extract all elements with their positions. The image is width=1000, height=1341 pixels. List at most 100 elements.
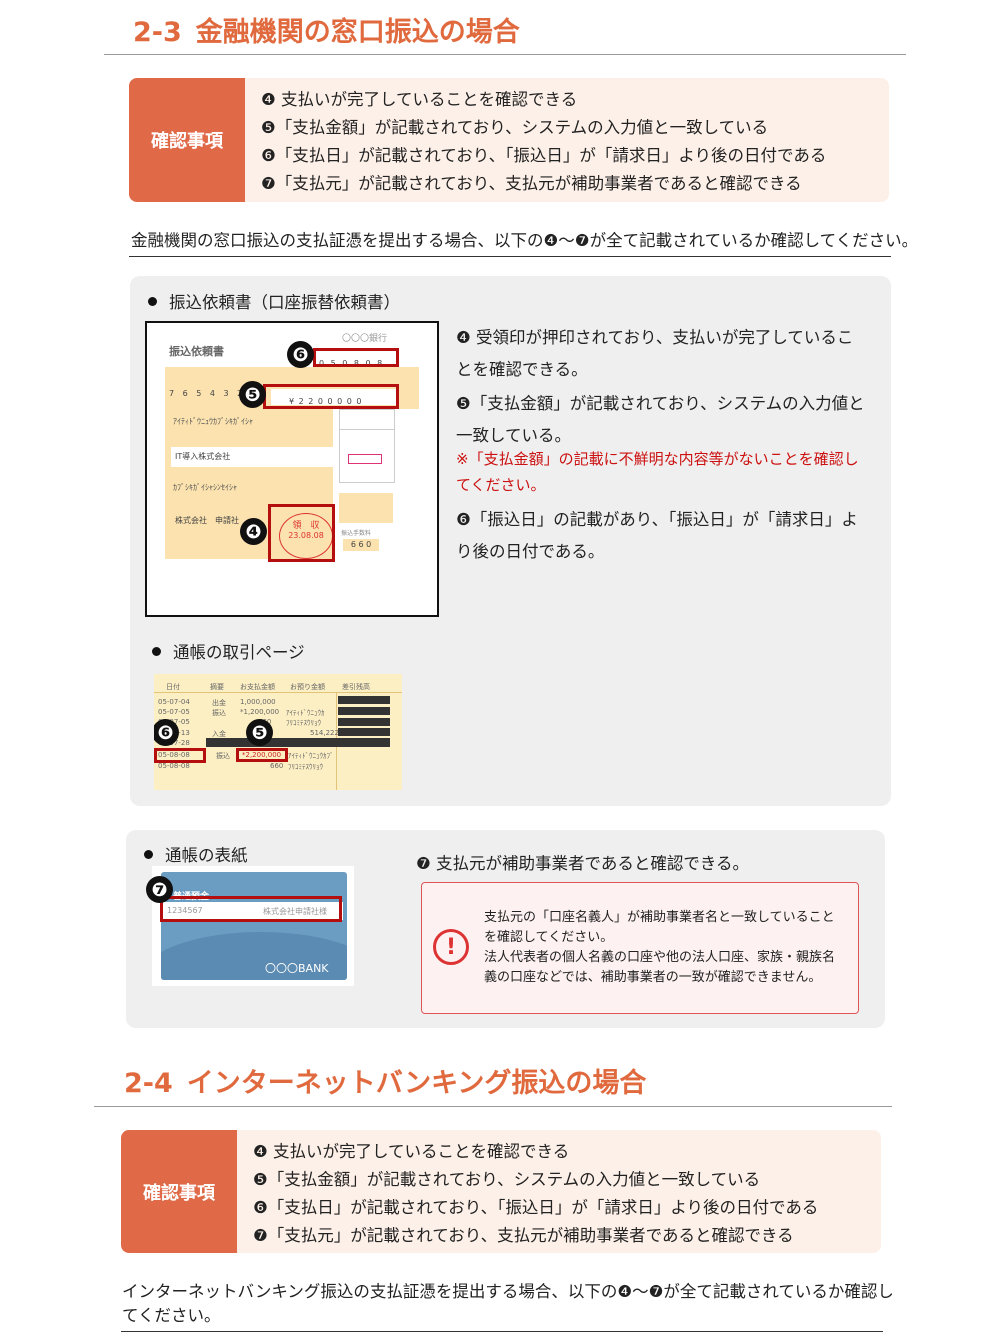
check-label: 確認事項 bbox=[121, 1130, 237, 1253]
masked-balance bbox=[338, 718, 390, 726]
warning-line: を確認してください。 bbox=[484, 930, 614, 945]
check-item: ❼「支払元」が記載されており、支払元が補助事業者であると確認できる bbox=[253, 1226, 794, 1245]
passbook-cell: 1,000,000 bbox=[240, 698, 276, 706]
passbook-cell: *2,200,000 bbox=[242, 751, 282, 759]
form-amount-digits: ¥ 2 2 0 0 0 0 0 bbox=[289, 397, 363, 406]
bullet-transfer-form: 振込依頼書（口座振替依頼書） bbox=[148, 289, 400, 313]
marker-5: ❺ bbox=[239, 381, 266, 408]
warning-line: 法人代表者の個人名義の口座や他の法人口座、家族・親族名 bbox=[484, 950, 836, 965]
warning-box: ! 支払元の「口座名義人」が補助事業者名と一致していること を確認してください。… bbox=[421, 882, 859, 1014]
masked-balance bbox=[338, 696, 390, 704]
bullet-passbook-cover: 通帳の表紙 bbox=[144, 842, 248, 866]
check-items-box: 確認事項 ❹ 支払いが完了していることを確認できる ❺「支払金額」が記載されてお… bbox=[121, 1130, 881, 1253]
passbook-header: 日付 bbox=[166, 683, 180, 691]
masked-row bbox=[206, 738, 390, 747]
stamp-date: 23.08.08 bbox=[288, 531, 324, 540]
passbook-cell: 05-07-04 bbox=[158, 698, 190, 706]
bullet-dot bbox=[144, 850, 153, 859]
point-4: ❹ 受領印が押印されており、支払いが完了していることを確認できる。 bbox=[456, 328, 854, 379]
intro-text: 金融機関の窓口振込の支払証憑を提出する場合、以下の❹～❼が全て記載されているか確… bbox=[131, 231, 907, 250]
form-side-box bbox=[339, 409, 395, 431]
cover-wave bbox=[161, 932, 347, 980]
passbook-cell: 出金 bbox=[212, 699, 226, 707]
form-side-box bbox=[339, 493, 393, 523]
bullet-passbook-page: 通帳の取引ページ bbox=[152, 639, 305, 663]
check-item: ❺「支払金額」が記載されており、システムの入力値と一致している bbox=[253, 1170, 761, 1189]
check-item: ❹ 支払いが完了していることを確認できる bbox=[261, 90, 578, 109]
form-requester-kana: ｶﾌﾞｼｷｶﾞｲｼｬｼﾝｾｲｼｬ bbox=[173, 483, 237, 492]
passbook-cell: 振込 bbox=[212, 709, 226, 717]
check-item: ❻「支払日」が記載されており、「振込日」が「請求日」より後の日付である bbox=[253, 1198, 819, 1217]
section-title: 2-3 金融機関の窓口振込の場合 bbox=[133, 10, 520, 49]
passbook-cell: ｱｲﾃｨﾄﾞｳﾆｭｳｶ bbox=[286, 709, 325, 717]
passbook-line bbox=[154, 692, 402, 693]
section-number: 2-3 bbox=[133, 17, 182, 48]
highlight-date bbox=[154, 748, 206, 763]
divider bbox=[94, 1106, 892, 1107]
stamp-top: 領 収 bbox=[292, 521, 320, 531]
masked-balance bbox=[338, 707, 390, 715]
passbook-cell: 05-08-08 bbox=[158, 751, 190, 759]
cover-bank: 〇〇〇BANK bbox=[265, 962, 329, 975]
form-requester: 株式会社 申請社 bbox=[175, 516, 239, 525]
check-item: ❻「支払日」が記載されており、「振込日」が「請求日」より後の日付である bbox=[261, 146, 827, 165]
passbook-header: 摘要 bbox=[210, 683, 224, 691]
highlight-date bbox=[313, 348, 399, 367]
check-items-box: 確認事項 ❹ 支払いが完了していることを確認できる ❺「支払金額」が記載されてお… bbox=[129, 78, 889, 202]
form-title: 振込依頼書 bbox=[169, 345, 224, 358]
passbook-cover: 普通預金 1234567 株式会社申請社様 〇〇〇BANK bbox=[161, 872, 347, 980]
warning-line: 支払元の「口座名義人」が補助事業者名と一致していること bbox=[484, 910, 835, 925]
passbook-cell: 660 bbox=[270, 762, 284, 770]
cover-name-strip: 1234567 株式会社申請社様 bbox=[163, 902, 343, 920]
section-heading: 金融機関の窓口振込の場合 bbox=[195, 17, 520, 48]
form-payee-kana: ｱｲﾃｨﾄﾞｳﾆｭｳｶﾌﾞｼｷｶﾞｲｼｬ bbox=[173, 417, 253, 426]
cover-holder: 株式会社申請社様 bbox=[263, 907, 327, 916]
passbook-header: お預り金額 bbox=[290, 683, 325, 691]
amount-note: ※「支払金額」の記載に不鮮明な内容等がないことを確認してください。 bbox=[456, 450, 859, 494]
form-side-mark bbox=[348, 454, 382, 464]
form-fee-label: 振込手数料 bbox=[341, 530, 372, 537]
intro-text: てください。 bbox=[122, 1306, 221, 1325]
check-label: 確認事項 bbox=[129, 78, 245, 202]
check-list: ❹ 支払いが完了していることを確認できる ❺「支払金額」が記載されており、システ… bbox=[237, 1130, 818, 1253]
marker-4: ❹ bbox=[240, 518, 267, 545]
marker-6: ❻ bbox=[154, 719, 179, 746]
form-account-digits: 7 6 5 4 3 2 1 bbox=[169, 389, 259, 398]
bullet-dot bbox=[148, 297, 157, 306]
marker-5: ❺ bbox=[246, 719, 273, 746]
passbook-cover-image: 普通預金 1234567 株式会社申請社様 〇〇〇BANK ❼ bbox=[146, 866, 354, 986]
masked-balance bbox=[338, 728, 390, 736]
bullet-label: 通帳の表紙 bbox=[165, 846, 248, 865]
passbook-cell: 05-07-05 bbox=[158, 708, 190, 716]
form-date-digits: 0 5 0 8 0 8 bbox=[319, 359, 385, 368]
passbook-header: お支払金額 bbox=[240, 683, 275, 691]
check-item: ❼「支払元」が記載されており、支払元が補助事業者であると確認できる bbox=[261, 174, 802, 193]
form-amount-field: ¥ 2 2 0 0 0 0 0 bbox=[271, 389, 399, 406]
bullet-label: 通帳の取引ページ bbox=[173, 643, 305, 662]
highlight-holder bbox=[160, 896, 342, 922]
marker-6: ❻ bbox=[287, 341, 314, 368]
intro-text: インターネットバンキング振込の支払証憑を提出する場合、以下の❹～❼が全て記載され… bbox=[122, 1282, 894, 1301]
form-side-box bbox=[339, 429, 395, 483]
passbook-page-image: 日付 摘要 お支払金額 お預り金額 差引残高 05-07-04 出金 1,000… bbox=[154, 674, 402, 790]
divider bbox=[104, 54, 906, 55]
warning-icon: ! bbox=[433, 929, 469, 965]
passbook-cell: 振込 bbox=[216, 752, 230, 760]
passbook-cell: 入金 bbox=[212, 730, 226, 738]
section-number: 2-4 bbox=[124, 1068, 173, 1099]
bullet-label: 振込依頼書（口座振替依頼書） bbox=[169, 293, 400, 312]
form-payee: IT導入株式会社 bbox=[171, 447, 333, 467]
passbook-header: 差引残高 bbox=[342, 683, 370, 691]
highlight-amount bbox=[236, 748, 288, 762]
form-date-field: 0 5 0 8 0 8 bbox=[319, 351, 399, 368]
passbook-cell: ｱｲﾃｨﾄﾞｳﾆｭｳｶﾌﾞ bbox=[288, 752, 334, 760]
point-7: ❼ 支払元が補助事業者であると確認できる。 bbox=[416, 854, 750, 873]
highlight-amount bbox=[263, 384, 399, 409]
divider bbox=[129, 256, 891, 257]
check-item: ❹ 支払いが完了していることを確認できる bbox=[253, 1142, 570, 1161]
check-list: ❹ 支払いが完了していることを確認できる ❺「支払金額」が記載されており、システ… bbox=[245, 78, 826, 202]
warning-text: 支払元の「口座名義人」が補助事業者名と一致していること を確認してください。 法… bbox=[484, 908, 854, 988]
passbook-cell: ﾌﾘｺﾐﾃｽｳﾘｮｳ bbox=[286, 719, 321, 727]
transfer-form-image: 〇〇〇銀行 振込依頼書 0 5 0 8 0 8 7 6 5 4 3 2 1 ¥ … bbox=[145, 321, 439, 617]
